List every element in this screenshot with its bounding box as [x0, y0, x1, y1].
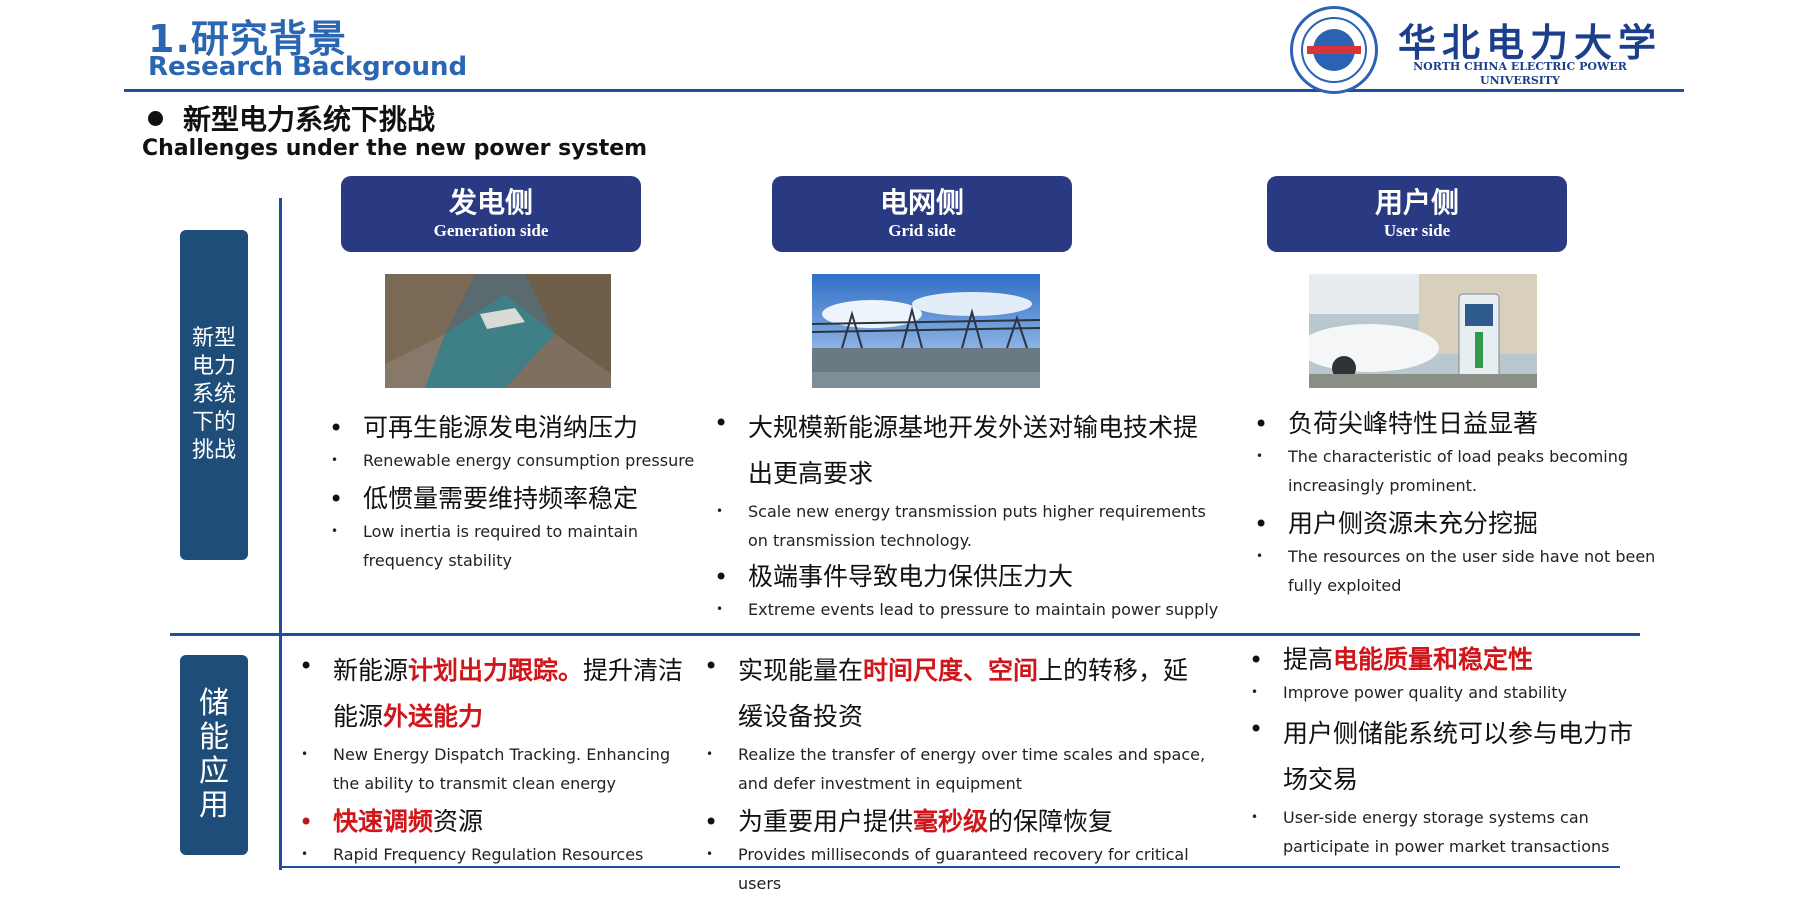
university-logo-icon — [1290, 6, 1378, 94]
user-storage: 提高电能质量和稳定性 Improve power quality and sta… — [1245, 642, 1645, 861]
column-header-grid: 电网侧 Grid side — [772, 176, 1072, 252]
list-item: Scale new energy transmission puts highe… — [710, 497, 1220, 555]
list-item: The characteristic of load peaks becomin… — [1250, 442, 1670, 500]
list-item: Realize the transfer of energy over time… — [700, 740, 1210, 798]
list-item: 新能源计划出力跟踪。提升清洁能源外送能力 — [295, 648, 690, 740]
list-item: Rapid Frequency Regulation Resources — [295, 840, 690, 869]
list-item: 实现能量在时间尺度、空间上的转移，延缓设备投资 — [700, 648, 1210, 740]
list-item: 用户侧资源未充分挖掘 — [1250, 506, 1670, 542]
list-item: New Energy Dispatch Tracking. Enhancing … — [295, 740, 690, 798]
list-item: 低惯量需要维持频率稳定 — [325, 481, 725, 517]
generation-challenges: 可再生能源发电消纳压力 Renewable energy consumption… — [325, 410, 725, 575]
list-item: Provides milliseconds of guaranteed reco… — [700, 840, 1210, 898]
list-item: 负荷尖峰特性日益显著 — [1250, 406, 1670, 442]
list-item: 快速调频资源 — [295, 804, 690, 840]
generation-storage: 新能源计划出力跟踪。提升清洁能源外送能力 New Energy Dispatch… — [295, 648, 690, 869]
row-label-storage: 储能应用 — [180, 655, 248, 855]
header-divider — [124, 89, 1684, 92]
section-bullet-icon — [148, 111, 163, 126]
list-item: Extreme events lead to pressure to maint… — [710, 595, 1220, 624]
list-item: Improve power quality and stability — [1245, 678, 1645, 707]
list-item: Low inertia is required to maintain freq… — [325, 517, 663, 575]
column-header-generation: 发电侧 Generation side — [341, 176, 641, 252]
page-title: 1.研究背景 — [148, 17, 347, 61]
ev-charging-photo — [1309, 274, 1537, 388]
vertical-divider — [279, 198, 282, 870]
row-label-challenges: 新型电力系统下的挑战 — [180, 230, 248, 560]
section-subtitle: Challenges under the new power system — [142, 136, 648, 161]
hydropower-dam-photo — [385, 274, 611, 388]
university-name-en: NORTH CHINA ELECTRIC POWER UNIVERSITY — [1413, 60, 1627, 87]
list-item: 极端事件导致电力保供压力大 — [710, 559, 1220, 595]
grid-challenges: 大规模新能源基地开发外送对输电技术提出更高要求 Scale new energy… — [710, 405, 1220, 624]
substation-photo — [812, 274, 1040, 388]
list-item: 大规模新能源基地开发外送对输电技术提出更高要求 — [710, 405, 1220, 497]
list-item: User-side energy storage systems can par… — [1245, 803, 1645, 861]
section-title: 新型电力系统下挑战 — [183, 103, 436, 136]
page-subtitle: Research Background — [148, 52, 468, 82]
list-item: 为重要用户提供毫秒级的保障恢复 — [700, 804, 1210, 840]
university-name-cn: 华北电力大学 — [1398, 20, 1663, 65]
list-item: 可再生能源发电消纳压力 — [325, 410, 725, 446]
list-item: 提高电能质量和稳定性 — [1245, 642, 1645, 678]
list-item: The resources on the user side have not … — [1250, 542, 1670, 600]
user-challenges: 负荷尖峰特性日益显著 The characteristic of load pe… — [1250, 406, 1670, 600]
grid-storage: 实现能量在时间尺度、空间上的转移，延缓设备投资 Realize the tran… — [700, 648, 1210, 898]
column-header-user: 用户侧 User side — [1267, 176, 1567, 252]
list-item: 用户侧储能系统可以参与电力市场交易 — [1245, 711, 1645, 803]
list-item: Renewable energy consumption pressure — [325, 446, 725, 475]
row-divider — [170, 633, 1640, 636]
